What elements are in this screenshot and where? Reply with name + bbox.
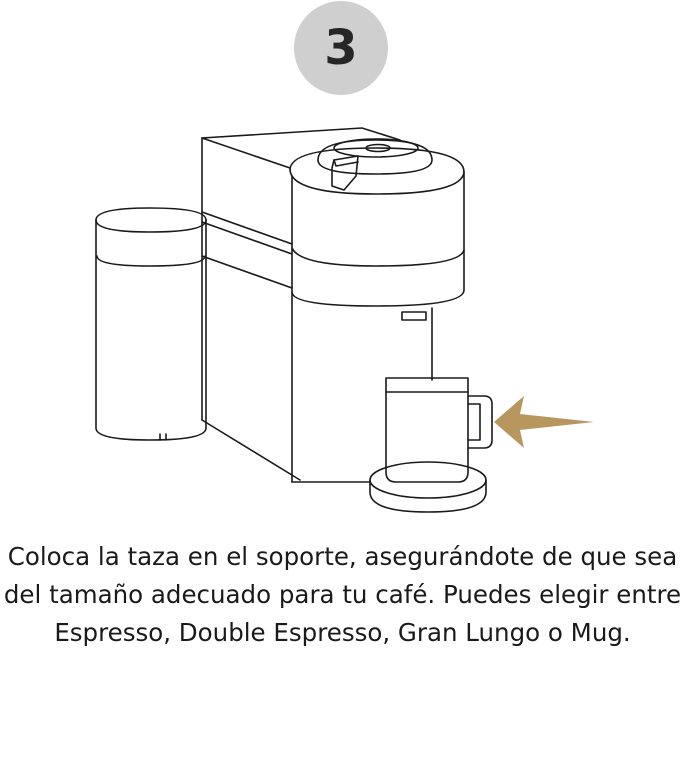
mug-icon: [385, 377, 493, 483]
drip-tray: [369, 461, 487, 513]
step-badge: 3: [294, 1, 388, 95]
instruction-text: Coloca la taza en el soporte, asegurándo…: [0, 538, 685, 652]
water-tank: [95, 207, 207, 441]
instruction-line-2: del tamaño adecuado para tu café. Puedes…: [3, 580, 682, 609]
coffee-machine-illustration: [95, 127, 594, 513]
step-number: 3: [324, 20, 358, 76]
instruction-line-3: Espresso, Double Espresso, Gran Lungo o …: [54, 618, 631, 647]
instruction-line-1: Coloca la taza en el soporte, asegurándo…: [7, 542, 678, 571]
arrow-left-icon: [494, 396, 594, 448]
coffee-machine-icon: [201, 127, 465, 483]
